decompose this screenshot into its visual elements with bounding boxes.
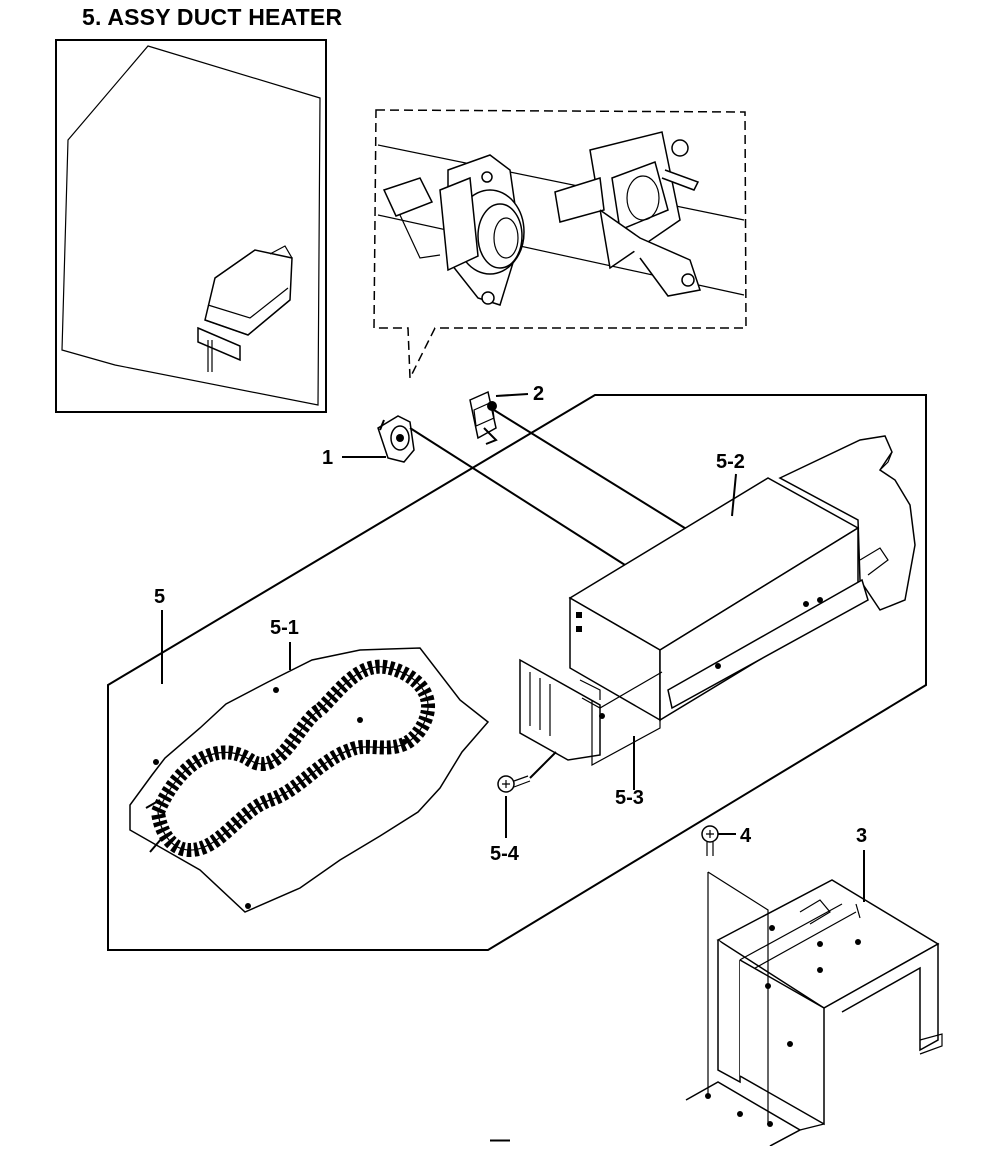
label-5-1: 5-1	[270, 617, 299, 639]
part-5-4-screw[interactable]: 5-4	[490, 751, 557, 865]
overview-inset	[55, 39, 327, 413]
label-4: 4	[740, 825, 752, 847]
label-3: 3	[856, 825, 867, 847]
label-5: 5	[154, 586, 165, 608]
part-2-thermostat[interactable]: 2	[469, 383, 689, 531]
part-5-1-heating-element[interactable]: 5-1	[129, 617, 490, 913]
thermostat-round-detail	[382, 154, 525, 306]
part-5-assembly-outline: 5	[107, 394, 927, 951]
label-5-2: 5-2	[716, 451, 745, 473]
part-4-screw[interactable]: 4	[701, 825, 752, 856]
part-3-mount-bracket[interactable]: 3	[685, 825, 943, 1147]
part-5-3-bracket[interactable]: 5-3	[519, 658, 663, 809]
thermostat-bracket-detail	[554, 131, 701, 297]
thermostat-detail-callout	[373, 109, 747, 379]
part-1-thermostat[interactable]: 1	[322, 415, 626, 566]
label-5-3: 5-3	[615, 787, 644, 809]
label-1: 1	[322, 447, 333, 469]
diagram-title: 5. ASSY DUCT HEATER	[82, 4, 343, 30]
label-5-4: 5-4	[490, 843, 520, 865]
inset-heater-icon	[197, 245, 293, 372]
page-mark: —	[490, 1129, 510, 1146]
part-5-2-duct-housing[interactable]: 5-2	[568, 435, 916, 722]
label-2: 2	[533, 383, 544, 405]
